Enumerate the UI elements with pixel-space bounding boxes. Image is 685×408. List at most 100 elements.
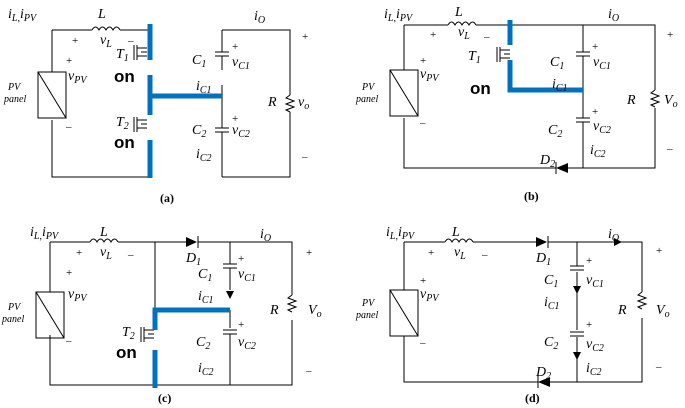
arrow-icon [614,238,622,246]
resistor-R [636,291,648,310]
pv-panel-label: PV [7,82,22,93]
inductor-L [91,26,121,31]
iC2-label: iC2 [198,361,214,378]
minus-sign: – [655,361,662,373]
plus-sign: + [586,255,592,267]
T1-label: T1 [468,49,481,66]
minus-sign: – [481,249,488,261]
inductor-L [89,238,119,243]
wire [403,242,538,383]
il-label: iL,iPV [386,225,416,242]
R-label: R [267,95,277,110]
iC2-label: iC2 [196,147,212,164]
plus-sign: + [232,41,238,53]
vpv-label: vPV [68,287,88,304]
panel-c: iL,iPV L vL + – + vPV – PV panel D1 iO +… [1,225,322,405]
minus-sign: – [419,117,426,129]
C2-label: C2 [548,123,562,140]
caption: (b) [524,189,539,203]
on-label: on [114,133,135,152]
iC1-label: iC1 [198,289,214,306]
plus-sign: + [232,113,238,125]
vC1-label: vC1 [593,55,611,72]
diode-D2-icon [537,376,550,388]
pv-panel-label: panel [355,94,378,105]
capacitor-C1 [570,265,584,271]
vL-label: vL [458,25,470,42]
plus-sign: + [72,35,78,47]
L-label: L [451,225,460,240]
iO-label: iO [260,227,271,244]
wire [51,30,148,178]
iO-label: iO [608,227,619,244]
vpv-label: vPV [68,69,88,86]
vC2-label: vC2 [593,119,611,136]
vC1-label: vC1 [232,55,250,72]
vL-label: vL [100,33,112,50]
vC1-label: vC1 [238,267,256,284]
pv-panel-label: PV [361,82,376,93]
panel-a: iL,iPV L vL + – + vPV – PV panel T1 on T… [3,7,309,205]
plus-sign: + [302,31,308,43]
pv-panel-label: PV [7,302,22,313]
arrow-icon [226,291,234,299]
switch-T2-icon [133,117,147,132]
minus-sign: – [127,35,134,47]
wire [222,112,291,178]
R-label: R [269,303,279,318]
minus-sign: – [65,335,72,347]
pv-panel-label: panel [3,94,26,105]
C2-label: C2 [196,335,210,352]
iC1-label: iC1 [552,77,568,94]
C2-label: C2 [544,335,558,352]
on-label: on [470,79,491,98]
iC2-label: iC2 [586,361,602,378]
C1-label: C1 [544,273,558,290]
plus-sign: + [592,41,598,53]
plus-sign: + [306,247,312,259]
switch-T2-icon [140,327,154,342]
minus-sign: – [419,337,426,349]
C2-label: C2 [192,123,206,140]
plus-sign: + [66,267,72,279]
D2-label: D2 [539,153,555,170]
plus-sign: + [238,253,244,265]
vpv-label: vPV [420,287,440,304]
wire [403,25,556,169]
plus-sign: + [586,319,592,331]
resistor-R [649,89,661,108]
T1-label: T1 [116,47,129,64]
capacitor-C2 [570,331,584,337]
T2-label: T2 [122,325,135,342]
il-label: iL,iPV [30,225,60,242]
on-label: on [114,67,135,86]
wire [155,241,293,386]
iO-label: iO [254,9,265,26]
panel-d: iL,iPV L vL + – + vPV – PV panel D1 iO +… [355,225,670,405]
Vo-label: Vo [656,303,670,320]
L-label: L [97,7,106,22]
pv-panel-icon [389,284,419,337]
iO-label: iO [608,7,619,24]
diode-D1-icon [186,236,199,248]
plus-sign: + [420,275,426,287]
vC2-label: vC2 [586,337,604,354]
pv-panel-label: PV [361,298,376,309]
iC1-label: iC1 [196,79,212,96]
arrow-icon [573,352,581,360]
wire [222,29,291,95]
minus-sign: – [65,121,72,133]
plus-sign: + [656,245,662,257]
Vo-label: Vo [308,303,322,320]
diode-D1-icon [536,236,549,248]
D2-label: D2 [535,365,551,382]
iC2-label: iC2 [590,143,606,160]
conduction-path [507,60,583,93]
conduction-path [152,307,230,330]
capacitor-C1 [223,263,237,272]
C1-label: C1 [550,55,564,72]
C1-label: C1 [198,267,212,284]
wire [510,24,656,169]
inductor-L [444,238,474,243]
